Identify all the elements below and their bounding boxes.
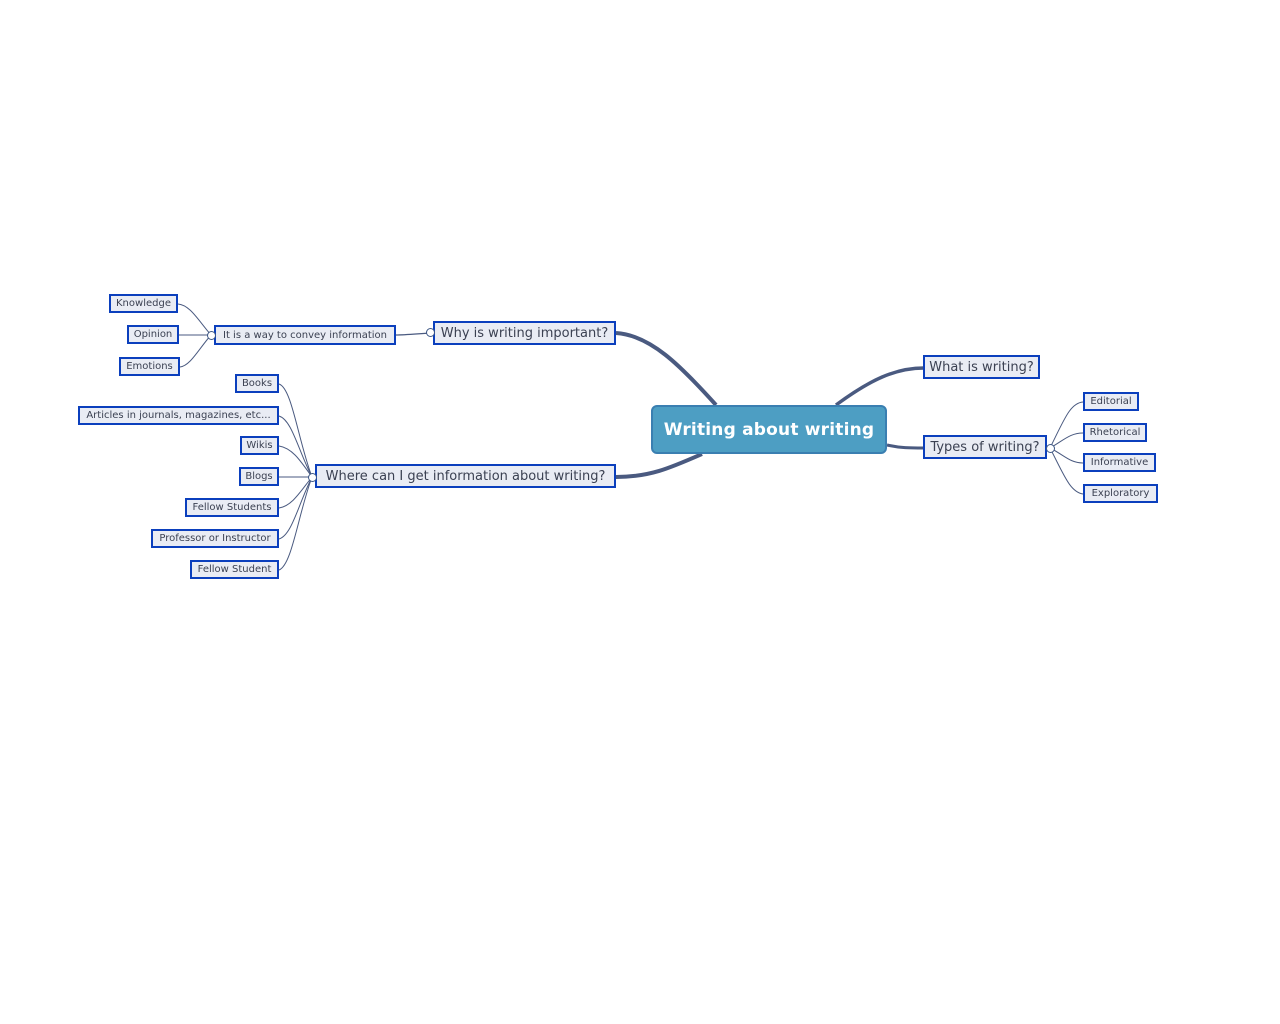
connector-where-articles xyxy=(278,415,313,478)
topic-what-is-writing[interactable]: What is writing? xyxy=(923,355,1040,379)
connector-root-types xyxy=(886,443,925,450)
connector-types-editorial xyxy=(1049,401,1084,449)
leaf-knowledge[interactable]: Knowledge xyxy=(109,294,178,313)
connector-where-fellow-students xyxy=(278,476,313,509)
leaf-wikis[interactable]: Wikis xyxy=(240,436,279,455)
connector-where-professor xyxy=(278,476,313,540)
topic-why-writing-important[interactable]: Why is writing important? xyxy=(433,321,616,345)
collapse-toggle-where[interactable] xyxy=(308,473,317,482)
connector-where-books xyxy=(278,383,313,478)
connector-root-where xyxy=(615,452,703,479)
leaf-books[interactable]: Books xyxy=(235,374,279,393)
leaf-blogs[interactable]: Blogs xyxy=(239,467,279,486)
leaf-emotions[interactable]: Emotions xyxy=(119,357,180,376)
leaf-exploratory[interactable]: Exploratory xyxy=(1083,484,1158,503)
leaf-opinion[interactable]: Opinion xyxy=(127,325,179,344)
leaf-rhetorical[interactable]: Rhetorical xyxy=(1083,423,1147,442)
connector-where-fellow-student xyxy=(278,476,313,571)
leaf-professor-or-instructor[interactable]: Professor or Instructor xyxy=(151,529,279,548)
collapse-toggle-why[interactable] xyxy=(426,328,435,337)
leaf-informative[interactable]: Informative xyxy=(1083,453,1156,472)
connector-root-why xyxy=(615,331,718,407)
connector-where-wikis xyxy=(278,445,313,478)
leaf-fellow-students[interactable]: Fellow Students xyxy=(185,498,279,517)
connector-sub-knowledge xyxy=(177,303,212,336)
leaf-articles[interactable]: Articles in journals, magazines, etc... xyxy=(78,406,279,425)
collapse-toggle-convey[interactable] xyxy=(207,331,216,340)
leaf-editorial[interactable]: Editorial xyxy=(1083,392,1139,411)
connector-root-what xyxy=(834,366,925,407)
topic-convey-information[interactable]: It is a way to convey information xyxy=(214,325,396,345)
connector-types-rhetorical xyxy=(1049,432,1084,449)
connector-types-informative xyxy=(1049,447,1084,464)
collapse-toggle-types[interactable] xyxy=(1046,444,1055,453)
topic-where-get-information[interactable]: Where can I get information about writin… xyxy=(315,464,616,488)
topic-types-of-writing[interactable]: Types of writing? xyxy=(923,435,1047,459)
leaf-fellow-student[interactable]: Fellow Student xyxy=(190,560,279,579)
connector-types-exploratory xyxy=(1049,447,1084,495)
connector-sub-emotions xyxy=(179,334,212,368)
root-topic[interactable]: Writing about writing xyxy=(651,405,887,454)
